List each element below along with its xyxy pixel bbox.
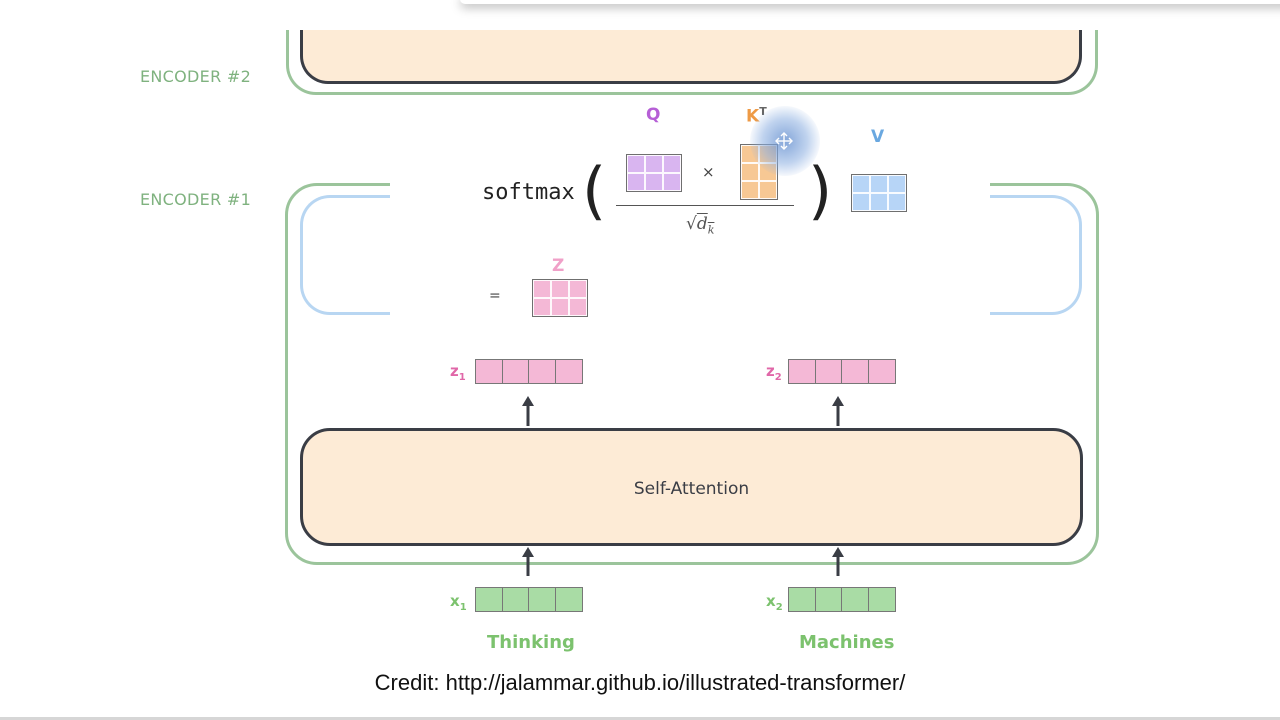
value-matrix <box>851 174 907 212</box>
sqrt-dk: √dk <box>686 214 714 236</box>
encoder1-label: ENCODER #1 <box>140 190 252 209</box>
dk-variable: dk <box>696 214 715 237</box>
cursor-highlight <box>750 106 820 176</box>
z-matrix <box>532 279 588 317</box>
x2-vector <box>788 587 896 612</box>
self-attention-box: Self-Attention <box>300 428 1083 546</box>
move-cursor-icon <box>775 132 793 150</box>
fraction-line <box>616 205 794 206</box>
encoder2-inner-box <box>300 30 1082 84</box>
word-machines: Machines <box>799 632 895 653</box>
slide-bottom-edge <box>0 717 1280 720</box>
sqrt-symbol: √ <box>686 214 697 234</box>
top-window-shadow <box>460 0 1280 4</box>
self-attention-label: Self-Attention <box>633 479 750 499</box>
softmax-function: softmax <box>482 180 575 205</box>
encoder2-label: ENCODER #2 <box>140 67 252 86</box>
transpose-superscript: T <box>759 105 767 118</box>
query-label: Q <box>646 105 661 125</box>
query-matrix <box>626 154 682 192</box>
z1-vector <box>475 359 583 384</box>
x1-vector <box>475 587 583 612</box>
x2-label: x2 <box>766 592 783 613</box>
z-label: Z <box>552 256 565 276</box>
z2-vector <box>788 359 896 384</box>
equals-symbol: = <box>489 288 501 304</box>
attention-bracket-left <box>300 195 392 315</box>
open-parenthesis: ( <box>582 154 607 227</box>
dk-subscript: k <box>707 223 715 237</box>
word-thinking: Thinking <box>487 632 575 653</box>
attention-bracket-right <box>990 195 1082 315</box>
encoder2-outer-box <box>286 30 1098 95</box>
credit-caption: Credit: http://jalammar.github.io/illust… <box>374 670 906 695</box>
close-parenthesis: ) <box>808 154 833 227</box>
value-label: V <box>871 127 885 147</box>
z2-label: z2 <box>766 362 782 383</box>
multiply-symbol: × <box>702 163 715 181</box>
x1-label: x1 <box>450 592 467 613</box>
z1-label: z1 <box>450 362 466 383</box>
